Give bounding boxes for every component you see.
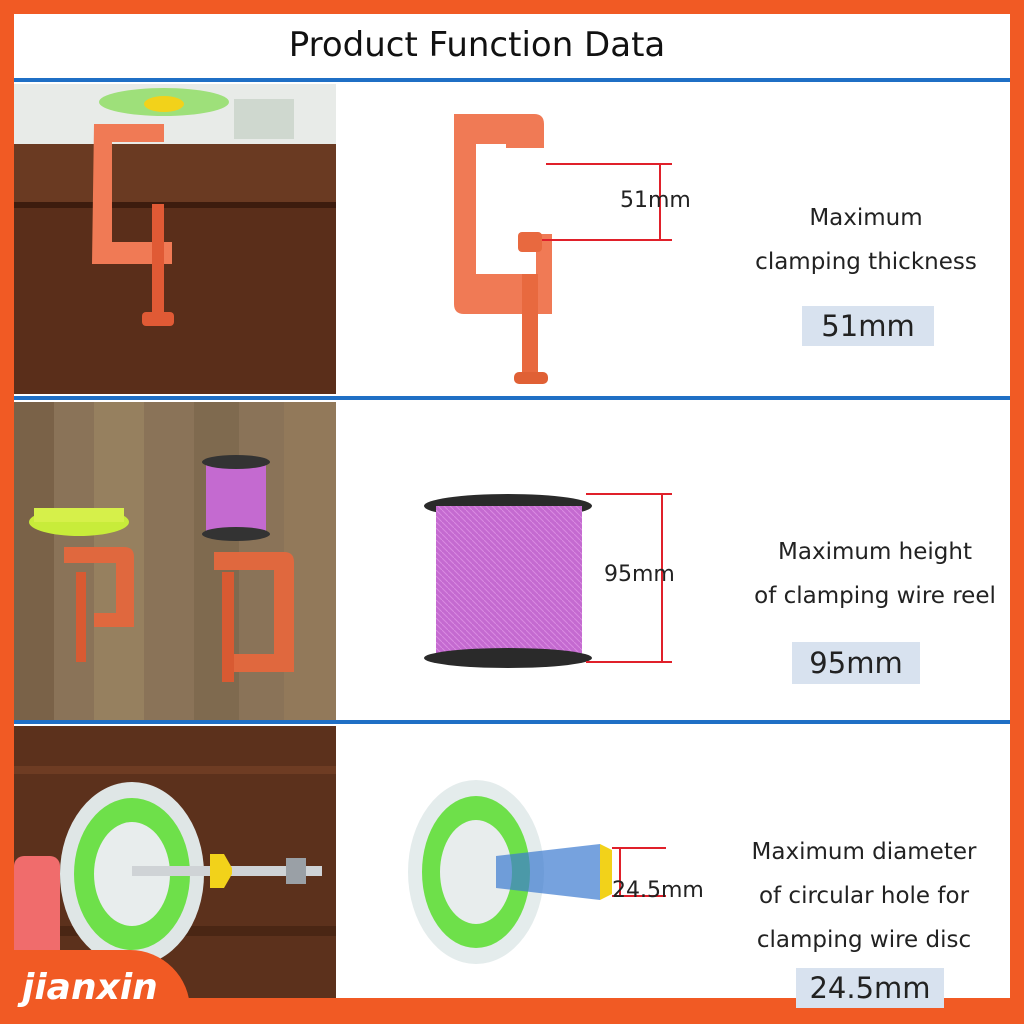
page-title: Product Function Data (288, 25, 666, 65)
product-info-card: Product Function Data (14, 14, 1010, 1008)
feature-description: Maximum clamping thickness (755, 205, 977, 275)
page-title-bar: Product Function Data (14, 14, 1010, 76)
dimension-label: 51mm (620, 188, 691, 213)
feature-description: Maximum diameter of circular hole for cl… (751, 839, 977, 953)
value-badge: 24.5mm (796, 968, 944, 1008)
brand-watermark: jianxin (0, 950, 190, 1024)
dimension-label: 24.5mm (612, 878, 704, 903)
value-badge: 51mm (802, 306, 934, 346)
section-divider (14, 396, 1010, 400)
value-badge: 95mm (792, 642, 920, 684)
disc-dimension-drawing (408, 780, 666, 964)
hole-diameter-diagram: 24.5mm Maximum diameter of circular hole… (346, 726, 1010, 1008)
clamp-on-table-photo (14, 84, 336, 394)
feature-description: Maximum height of clamping wire reel (754, 539, 996, 609)
dimension-label: 95mm (604, 562, 675, 587)
clamping-thickness-diagram: 51mm Maximum clamping thickness 51mm (346, 84, 1010, 394)
clamp-dimension-drawing (454, 114, 672, 384)
brand-name: jianxin (22, 966, 158, 1008)
section-divider (14, 720, 1010, 724)
clamps-on-wood-photo (14, 402, 336, 720)
wire-reel-height-diagram: 95mm Maximum height of clamping wire ree… (346, 402, 1010, 720)
reel-dimension-drawing (424, 493, 672, 668)
section-divider (14, 78, 1010, 82)
